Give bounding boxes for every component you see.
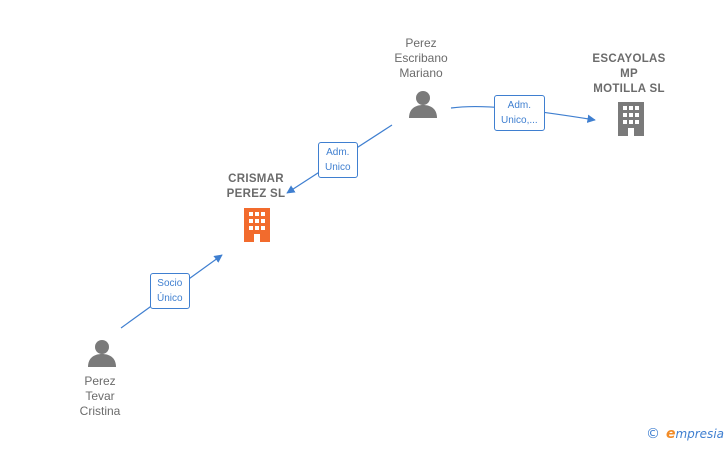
brand-e: e (665, 426, 676, 442)
brand-logo: © empresia (646, 426, 724, 442)
brand-name: mpresia (675, 427, 724, 441)
node-label-crismar[interactable]: CRISMAR PEREZ SL (226, 173, 286, 200)
edge-label-adm-unico-1[interactable]: Adm. Unico,... (494, 95, 545, 131)
edge-label-adm-unico-2[interactable]: Adm. Unico (318, 142, 358, 178)
person-icon[interactable] (408, 89, 438, 119)
node-label-escayolas[interactable]: ESCAYOLAS MP MOTILLA SL (592, 53, 666, 95)
node-label-perez-tevar[interactable]: Perez Tevar Cristina (79, 374, 121, 418)
node-label-perez-escribano[interactable]: Perez Escribano Mariano (394, 36, 448, 80)
building-icon[interactable] (241, 208, 273, 242)
building-icon[interactable] (615, 102, 647, 136)
copyright-icon: © (645, 426, 660, 442)
person-icon[interactable] (87, 338, 117, 368)
edge-label-socio-unico[interactable]: Socio Único (150, 273, 190, 309)
